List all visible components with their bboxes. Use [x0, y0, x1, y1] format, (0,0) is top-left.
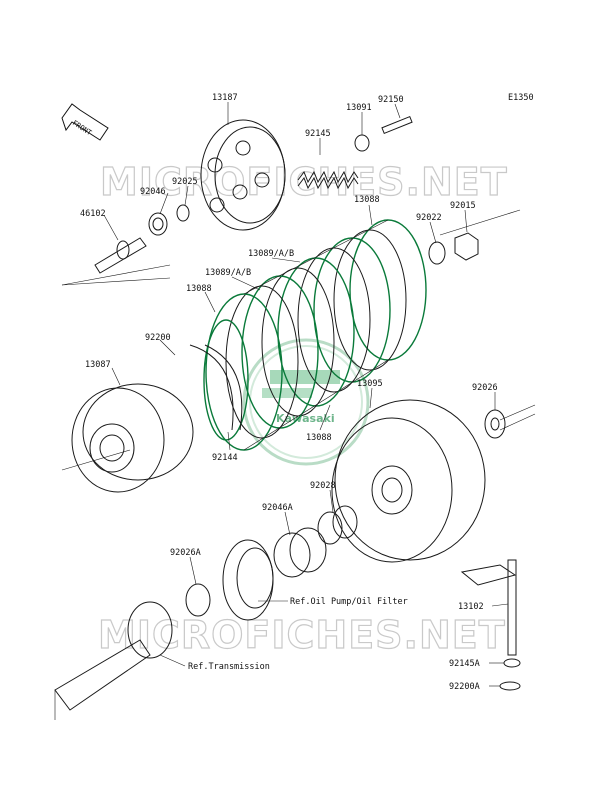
brand-watermark-text: Kawasaki [276, 412, 335, 425]
bearing-92046 [148, 212, 168, 236]
part-labels: 13187 13091 92150 92145 92025 92046 4610… [80, 93, 498, 692]
label-13091: 13091 [346, 103, 372, 113]
leader-lines [103, 102, 509, 687]
label-92022: 92022 [416, 213, 442, 223]
axis-lines [61, 209, 536, 471]
label-13187: 13187 [212, 93, 238, 103]
needle-bearing-92046A [273, 527, 327, 578]
label-13088-mid: 13088 [186, 284, 212, 294]
clutch-hub [71, 383, 194, 493]
label-13087: 13087 [85, 360, 111, 370]
label-ref-transmission: Ref.Transmission [188, 662, 270, 672]
label-92150: 92150 [378, 95, 404, 105]
label-ref-oil-pump: Ref.Oil Pump/Oil Filter [290, 597, 408, 607]
label-13088-top: 13088 [354, 195, 380, 205]
sleeve-92028 [317, 505, 358, 545]
label-92144: 92144 [212, 453, 238, 463]
label-92028: 92028 [310, 481, 336, 491]
label-92026A: 92026A [170, 548, 201, 558]
watermark-top: MICROFICHES.NET [100, 160, 508, 204]
clutch-bolt [381, 115, 413, 135]
washer-92022 [428, 241, 446, 265]
front-arrow-icon: FRONT [61, 103, 109, 141]
label-13088-bottom: 13088 [306, 433, 332, 443]
label-92145A: 92145A [449, 659, 480, 669]
label-13089-a: 13089/A/B [248, 249, 294, 259]
label-13089-b: 13089/A/B [205, 268, 251, 278]
washer-92025 [176, 204, 190, 222]
label-92015: 92015 [450, 201, 476, 211]
clutch-housing [331, 399, 486, 563]
label-92025: 92025 [172, 177, 198, 187]
nut-92015 [454, 232, 479, 261]
label-92046: 92046 [140, 187, 166, 197]
oil-seal-92145A [503, 658, 521, 668]
diagram-code: E1350 [508, 93, 534, 103]
clutch-plate-stack [203, 219, 427, 451]
pressure-plate [200, 119, 286, 231]
clutch-spring [297, 170, 359, 190]
label-46102: 46102 [80, 209, 106, 219]
label-92046A: 92046A [262, 503, 293, 513]
spring-holder [354, 134, 370, 152]
label-92145: 92145 [305, 129, 331, 139]
pushrod-46102 [94, 237, 147, 274]
spring-seat-92200 [189, 344, 234, 431]
label-92026: 92026 [472, 383, 498, 393]
transmission-shaft [54, 601, 173, 720]
label-92200: 92200 [145, 333, 171, 343]
washer-92026A [185, 583, 211, 617]
label-92200A: 92200A [449, 682, 480, 692]
oil-pump-gear [222, 539, 274, 621]
label-13102: 13102 [458, 602, 484, 612]
brand-watermark: Kawasaki [242, 338, 370, 466]
washer-92026 [484, 409, 506, 439]
ring-92200A [499, 681, 521, 691]
label-13095: 13095 [357, 379, 383, 389]
watermark-bottom: MICROFICHES.NET [98, 613, 506, 657]
